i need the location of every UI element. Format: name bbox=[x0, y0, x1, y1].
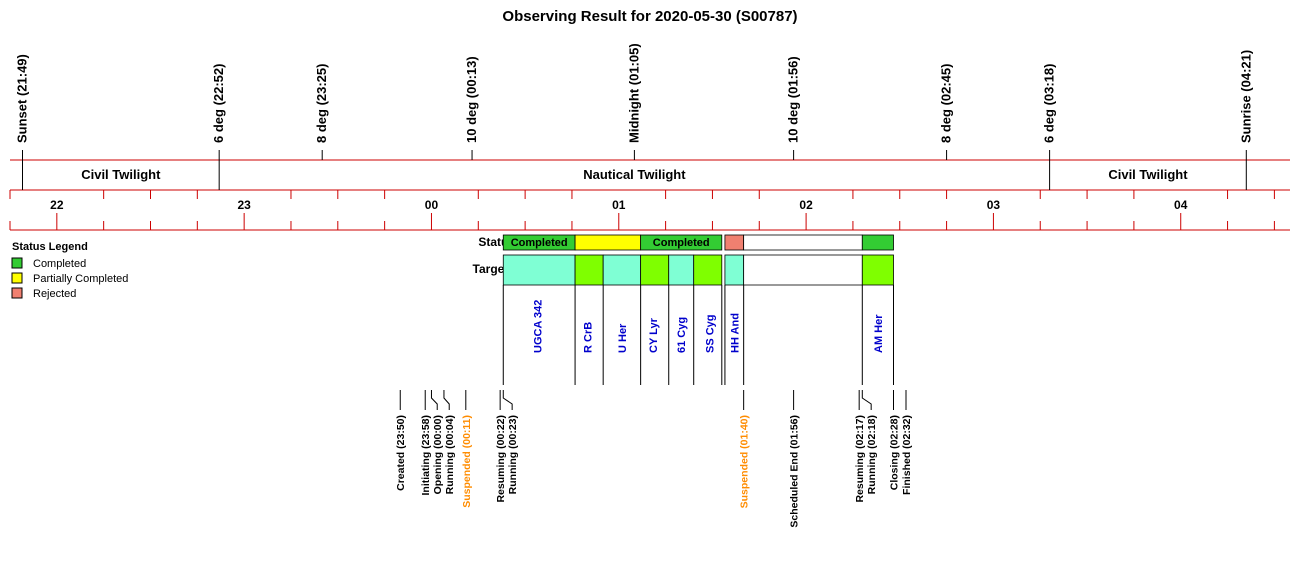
target-name-cy-lyr: CY Lyr bbox=[648, 317, 660, 353]
event-tick bbox=[502, 390, 513, 410]
status-row: Completed Completed bbox=[502, 234, 894, 251]
event-tick bbox=[443, 390, 450, 410]
hour-label-04: 04 bbox=[1174, 198, 1188, 212]
legend-swatch-partial bbox=[11, 272, 23, 284]
status-segment bbox=[743, 234, 863, 251]
sky-event-10-deg-00-13: 10 deg (00:13) bbox=[464, 56, 479, 143]
event-suspended-00-11: Suspended (00:11) bbox=[461, 415, 473, 508]
timeline-frame bbox=[10, 159, 1290, 231]
twilight-zones: Civil Twilight Nautical Twilight Civil Twi… bbox=[81, 167, 1188, 182]
hour-label-22: 22 bbox=[50, 198, 64, 212]
status-segment-label: Completed bbox=[653, 237, 710, 249]
event-initiating-23-58: Initiating (23:58) bbox=[420, 415, 432, 496]
time-axis: 22 23 00 01 02 03 04 bbox=[9, 190, 1275, 230]
target-segment bbox=[724, 254, 745, 286]
legend-label-rejected: Rejected bbox=[33, 288, 76, 300]
targets-row bbox=[502, 254, 895, 385]
status-segment bbox=[861, 234, 894, 251]
hour-label-01: 01 bbox=[612, 198, 626, 212]
target-segment bbox=[861, 254, 894, 286]
target-segment bbox=[574, 254, 604, 286]
target-name-ugca-342: UGCA 342 bbox=[533, 300, 545, 353]
event-scheduled-end-01-56: Scheduled End (01:56) bbox=[789, 415, 801, 528]
status-segment bbox=[574, 234, 642, 251]
status-segment bbox=[724, 234, 745, 251]
target-segment bbox=[602, 254, 642, 286]
sky-event-midnight-01-05: Midnight (01:05) bbox=[626, 43, 641, 143]
twilight-zone-civil-twilight: Civil Twilight bbox=[81, 167, 161, 182]
event-finished-02-32: Finished (02:32) bbox=[901, 415, 913, 495]
hour-label-03: 03 bbox=[987, 198, 1001, 212]
twilight-zone-civil-twilight: Civil Twilight bbox=[1108, 167, 1188, 182]
event-tick bbox=[861, 390, 872, 410]
event-tick bbox=[430, 390, 438, 410]
status-segment-label: Completed bbox=[511, 237, 568, 249]
sky-event-6-deg-22-52: 6 deg (22:52) bbox=[211, 64, 226, 143]
sky-event-10-deg-01-56: 10 deg (01:56) bbox=[786, 56, 801, 143]
legend-label-completed: Completed bbox=[33, 258, 86, 270]
target-segment bbox=[668, 254, 695, 286]
target-segment bbox=[743, 254, 863, 286]
hour-label-23: 23 bbox=[237, 198, 251, 212]
legend-title: Status Legend bbox=[12, 241, 88, 253]
status-segment bbox=[640, 234, 723, 251]
event-running-00-23: Running (00:23) bbox=[507, 415, 519, 494]
target-name-ss-cyg: SS Cyg bbox=[704, 314, 716, 353]
event-created-23-50: Created (23:50) bbox=[395, 415, 407, 491]
hour-label-02: 02 bbox=[799, 198, 813, 212]
sky-event-sunrise-04-21: Sunrise (04:21) bbox=[1238, 50, 1253, 143]
event-closing-02-28: Closing (02:28) bbox=[889, 415, 901, 490]
sky-event-6-deg-03-18: 6 deg (03:18) bbox=[1042, 64, 1057, 143]
sky-event-8-deg-02-45: 8 deg (02:45) bbox=[939, 64, 954, 143]
target-names: UGCA 342 R CrB U Her CY Lyr 61 Cyg SS Cyg HH A… bbox=[533, 300, 885, 353]
event-suspended-01-40: Suspended (01:40) bbox=[739, 415, 751, 508]
observation-events: Created (23:50) Initiating (23:58)Opening… bbox=[395, 390, 913, 528]
target-name-hh-and: HH And bbox=[729, 313, 741, 353]
event-running-00-04: Running (00:04) bbox=[444, 415, 456, 494]
sky-event-sunset-21-49: Sunset (21:49) bbox=[14, 54, 29, 143]
status-legend: Status Legend Completed Partially Comple… bbox=[11, 241, 128, 300]
event-resuming-02-17: Resuming (02:17) bbox=[854, 415, 866, 503]
target-name-am-her: AM Her bbox=[873, 314, 885, 353]
legend-swatch-completed bbox=[11, 257, 23, 269]
event-opening-00-00: Opening (00:00) bbox=[432, 415, 444, 494]
target-name-u-her: U Her bbox=[617, 323, 629, 353]
target-segment bbox=[502, 254, 576, 286]
sky-events: Sunset (21:49) 6 deg (22:52) 8 deg (23:25)… bbox=[14, 43, 1253, 190]
event-resuming-00-22: Resuming (00:22) bbox=[495, 415, 507, 503]
chart-title: Observing Result for 2020-05-30 (S00787) bbox=[502, 8, 797, 25]
target-segment bbox=[640, 254, 670, 286]
target-name-r-crb: R CrB bbox=[583, 322, 595, 353]
target-segment bbox=[693, 254, 723, 286]
twilight-zone-nautical-twilight: Nautical Twilight bbox=[583, 167, 686, 182]
event-running-02-18: Running (02:18) bbox=[866, 415, 878, 494]
target-name-61-cyg: 61 Cyg bbox=[676, 317, 688, 353]
legend-label-partial: Partially Completed bbox=[33, 273, 128, 285]
sky-event-8-deg-23-25: 8 deg (23:25) bbox=[314, 64, 329, 143]
legend-swatch-rejected bbox=[11, 287, 23, 299]
hour-label-00: 00 bbox=[425, 198, 439, 212]
